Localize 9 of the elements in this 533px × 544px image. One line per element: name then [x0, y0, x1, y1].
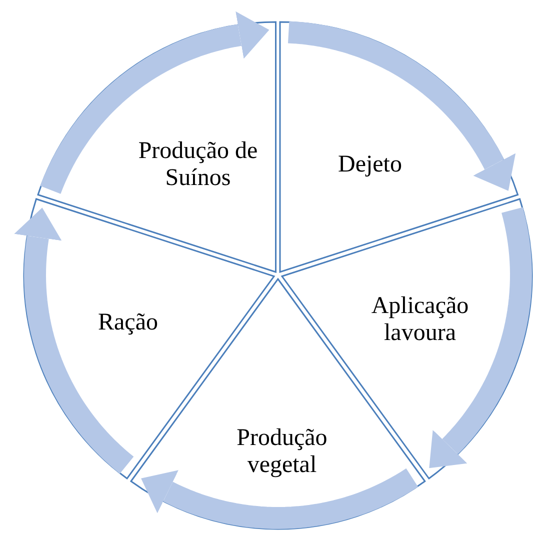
cycle-arrow — [14, 208, 134, 474]
segment-label: Dejeto — [336, 151, 403, 178]
segment-label: Aplicação lavoura — [370, 292, 470, 347]
segment-label: Produção vegetal — [236, 425, 328, 479]
cycle-arrow — [429, 205, 532, 468]
segment-label: Produção de Suínos — [137, 138, 259, 192]
cycle-arrow — [40, 11, 270, 195]
cycle-arrow — [141, 468, 418, 529]
segment-label: Ração — [97, 309, 159, 336]
